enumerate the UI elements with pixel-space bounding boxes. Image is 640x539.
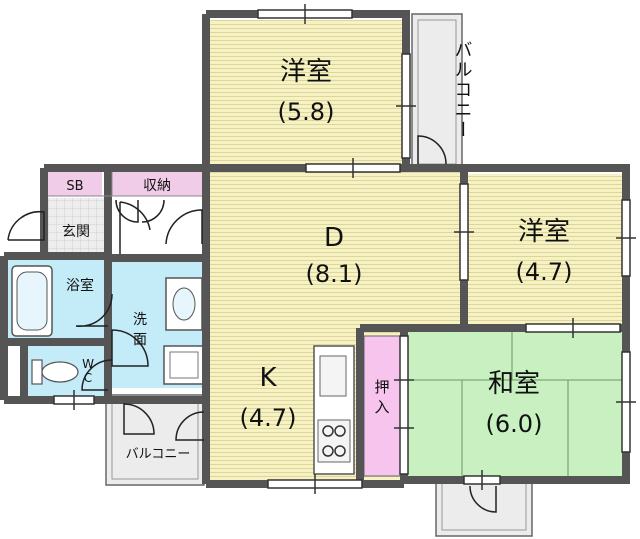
sb-strip bbox=[48, 172, 102, 196]
entrance-label: 玄関 bbox=[62, 223, 90, 240]
bathtub bbox=[11, 265, 53, 337]
doors bbox=[7, 135, 497, 513]
western-room-top-floor bbox=[210, 20, 402, 164]
western-room-right-floor bbox=[468, 174, 622, 324]
bath-label: 浴室 bbox=[66, 277, 94, 294]
closet-label-2: 入 bbox=[374, 398, 389, 416]
closet-label-1: 押 bbox=[374, 378, 389, 396]
japanese-room bbox=[408, 332, 622, 476]
room-size-kitchen: (4.7) bbox=[240, 404, 297, 432]
washroom-label-1: 洗 bbox=[133, 312, 147, 328]
room-size-western-top: (5.8) bbox=[278, 98, 335, 126]
balcony-bottom-right bbox=[435, 475, 533, 537]
wash-basin bbox=[165, 277, 203, 331]
wc-label-2: C bbox=[84, 371, 92, 385]
toilet bbox=[31, 359, 79, 385]
room-size-western-right: (4.7) bbox=[516, 258, 573, 286]
room-name-dining: D bbox=[324, 223, 344, 253]
storage-label: 収納 bbox=[143, 178, 171, 194]
wc-label-1: W bbox=[82, 357, 94, 371]
balcony-top-label: バルコニー bbox=[452, 40, 473, 140]
window-ticks bbox=[73, 4, 636, 494]
room-name-japanese: 和室 bbox=[488, 369, 540, 399]
balcony-bottom-label: バルコニー bbox=[126, 447, 191, 462]
room-size-dining: (8.1) bbox=[306, 260, 363, 288]
room-name-western-top: 洋室 bbox=[280, 57, 332, 87]
wall-details bbox=[48, 172, 202, 197]
washing-machine-pan bbox=[163, 345, 205, 385]
washroom-label-2: 面 bbox=[133, 332, 147, 348]
sb-label: SB bbox=[66, 179, 83, 194]
kitchen-counter bbox=[313, 345, 355, 475]
storage-strip bbox=[112, 172, 202, 196]
room-size-japanese: (6.0) bbox=[486, 410, 543, 438]
room-name-western-right: 洋室 bbox=[518, 217, 570, 247]
entrance-floor bbox=[48, 198, 104, 260]
room-name-kitchen: K bbox=[259, 363, 277, 393]
